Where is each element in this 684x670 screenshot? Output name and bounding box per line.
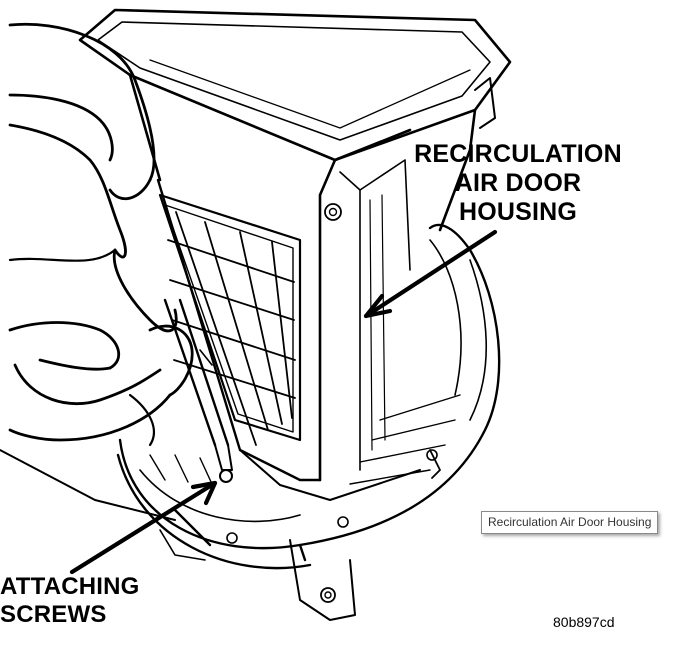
callout-line: RECIRCULATION	[414, 140, 622, 168]
blower-housing	[116, 223, 501, 621]
callout-line: ATTACHING	[0, 573, 140, 600]
callout-arrows	[69, 229, 498, 575]
figure-id: 80b897cd	[553, 614, 615, 630]
callout-line: HOUSING	[458, 198, 578, 226]
technician-hands	[0, 22, 233, 521]
callout-line: AIR DOOR	[454, 169, 582, 197]
callout-line: SCREWS	[0, 601, 107, 628]
recirculation-air-door-housing	[78, 8, 512, 501]
callout-attaching-screws: ATTACHING SCREWS	[0, 573, 150, 629]
recirculation-grille	[158, 193, 302, 446]
callout-recirculation-air-door-housing: RECIRCULATION AIR DOOR HOUSING	[412, 140, 624, 227]
image-tooltip: Recirculation Air Door Housing	[481, 511, 659, 534]
